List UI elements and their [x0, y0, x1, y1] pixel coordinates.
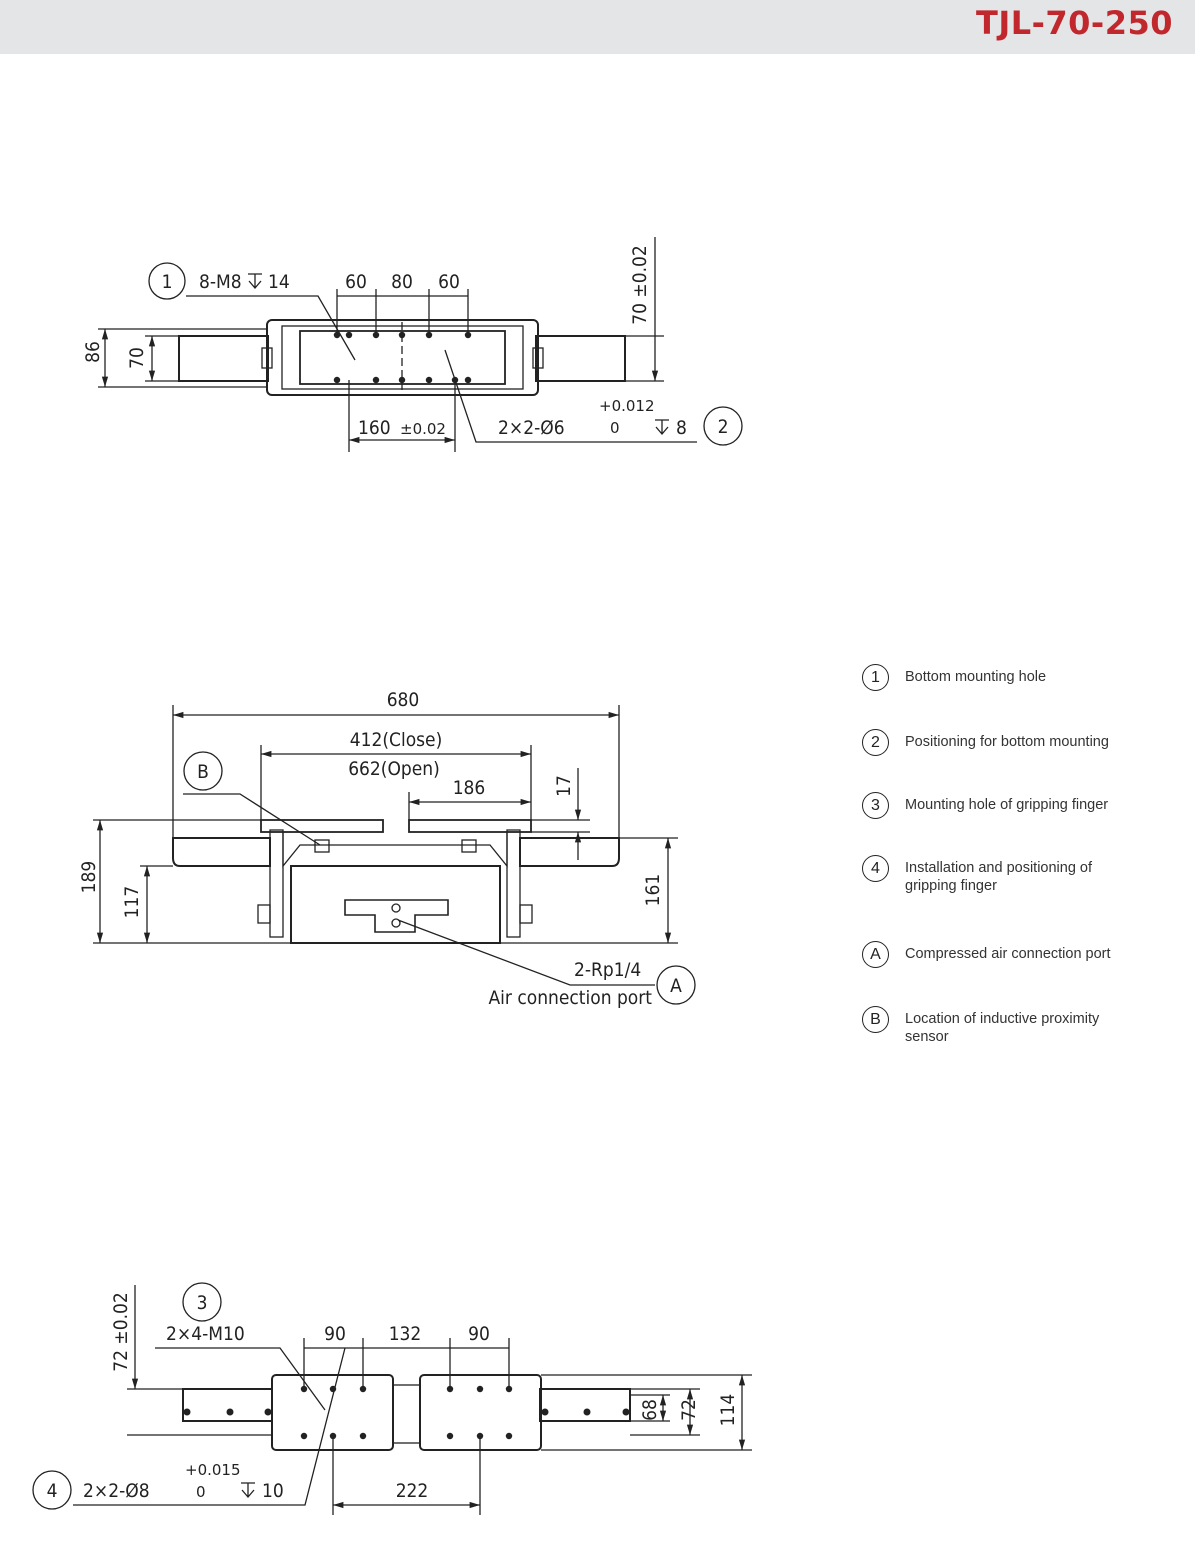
dim-189: 189: [78, 861, 100, 894]
callout-b-mark: B: [197, 761, 209, 783]
callout-4-tol-lower: 0: [196, 1483, 206, 1501]
callout-a-spec: 2-Rp1/4: [574, 959, 641, 981]
callout-b-circle: [183, 751, 223, 791]
dim-17: 17: [553, 775, 575, 797]
dim-680: 680: [387, 689, 420, 711]
dim-90-left: 90: [324, 1323, 346, 1345]
dim-72: 72: [678, 1399, 700, 1421]
depth-icon: [655, 419, 669, 435]
dim-114: 114: [717, 1394, 739, 1427]
callout-2-circle: [703, 406, 743, 446]
dim-186: 186: [453, 777, 486, 799]
depth-icon: [241, 1482, 255, 1498]
legend-mark: 1: [862, 664, 889, 691]
callout-1-mark: 1: [162, 271, 173, 293]
dim-412-close: 412(Close): [350, 729, 443, 751]
dim-161: 161: [642, 874, 664, 907]
legend-mark: A: [862, 941, 889, 968]
legend-text: Mounting hole of gripping finger: [905, 797, 1109, 813]
dim-117: 117: [121, 886, 143, 919]
legend-text: Installation and positioning of gripping…: [905, 860, 1093, 894]
dim-80: 80: [391, 271, 413, 293]
callout-4-circle: [32, 1470, 72, 1510]
front-view-drawing: 680 412(Close) 662(Open) 186 17 189 117 …: [78, 689, 696, 1009]
callout-1-depth: 14: [268, 271, 290, 293]
callout-2-tol-lower: 0: [610, 419, 620, 437]
legend-text: Compressed air connection port: [905, 946, 1111, 962]
dim-662-open: 662(Open): [348, 758, 440, 780]
legend-text: Location of inductive proximity sensor: [905, 1011, 1100, 1045]
callout-3-spec: 2×4-M10: [166, 1323, 245, 1345]
callout-4-depth: 10: [262, 1480, 284, 1502]
legend-text: Bottom mounting hole: [905, 669, 1047, 685]
top-view-drawing: 72 ±0.02 3 2×4-M10 90 132 90 68 72 114 2…: [32, 1282, 752, 1515]
dim-160-tol: ±0.02: [400, 420, 446, 438]
callout-3-mark: 3: [197, 1292, 208, 1314]
callout-a-mark: A: [670, 975, 682, 997]
dim-68: 68: [639, 1399, 661, 1421]
dim-222: 222: [396, 1480, 429, 1502]
callout-4-mark: 4: [47, 1480, 58, 1502]
dim-86: 86: [82, 341, 104, 363]
callout-a-circle: [656, 965, 696, 1005]
bottom-view-drawing: 60 80 60 1 8-M8 14 86 70 70 ±0.02 160 ±0…: [82, 237, 743, 452]
dim-60-left: 60: [345, 271, 367, 293]
dim-72-tol: 72 ±0.02: [110, 1292, 132, 1372]
callout-4-tol-upper: +0.015: [185, 1461, 241, 1479]
callout-2-depth: 8: [676, 417, 687, 439]
callout-1-circle: [148, 262, 186, 300]
dim-60-right: 60: [438, 271, 460, 293]
dim-160: 160: [358, 417, 391, 439]
dim-132: 132: [389, 1323, 422, 1345]
dim-70: 70: [126, 347, 148, 369]
model-title: TJL-70-250: [975, 4, 1173, 42]
header-band: TJL-70-250: [0, 0, 1195, 54]
mounting-holes: [333, 331, 472, 384]
dim-90-right: 90: [468, 1323, 490, 1345]
depth-icon: [248, 273, 262, 289]
legend-mark: 3: [862, 792, 889, 819]
callout-2-mark: 2: [718, 416, 729, 438]
legend-text: Positioning for bottom mounting: [905, 734, 1109, 750]
callout-3-circle: [182, 1282, 222, 1322]
callout-a-label: Air connection port: [488, 987, 652, 1009]
legend-mark: 4: [862, 855, 889, 882]
callout-2-tol-upper: +0.012: [599, 397, 655, 415]
callout-1-spec: 8-M8: [199, 271, 242, 293]
dim-70-tol: 70 ±0.02: [629, 245, 651, 325]
callout-4-spec: 2×2-Ø8: [83, 1480, 150, 1502]
finger-mounting-holes: [183, 1385, 630, 1440]
callout-2-spec: 2×2-Ø6: [498, 417, 565, 439]
legend-mark: 2: [862, 729, 889, 756]
legend-mark: B: [862, 1006, 889, 1033]
